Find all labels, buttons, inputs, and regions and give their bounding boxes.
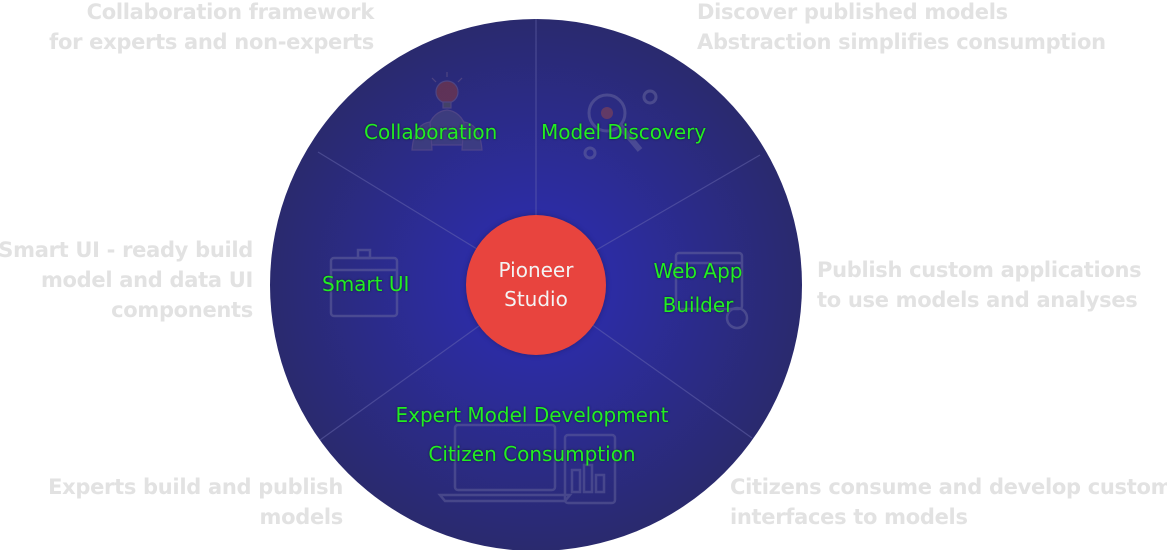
segment-web-app-builder: Web App Builder: [653, 259, 743, 317]
hub-pioneer-studio: Pioneer Studio: [466, 215, 606, 355]
note-expert: Experts build and publish models: [48, 475, 343, 529]
note-collaboration: Collaboration framework for experts and …: [49, 0, 374, 54]
note-web-app-builder: Publish custom applications to use model…: [817, 258, 1142, 312]
ui-panel-icon: [329, 248, 399, 318]
segment-dividers: [317, 19, 761, 441]
segment-citizen-consumption: Citizen Consumption: [428, 442, 636, 466]
lightbulb-person-icon: [411, 72, 483, 151]
segment-expert-model-development: Expert Model Development: [395, 403, 669, 427]
note-smart-ui: Smart UI - ready build model and data UI…: [0, 238, 253, 322]
note-model-discovery: Discover published models Abstraction si…: [697, 0, 1106, 54]
segment-collaboration: Collaboration: [364, 120, 498, 144]
note-citizen: Citizens consume and develop custom inte…: [730, 475, 1167, 529]
segment-model-discovery: Model Discovery: [541, 120, 707, 144]
magnifier-gears-icon: [583, 89, 658, 160]
browser-gear-icon: [674, 251, 749, 330]
segment-smart-ui: Smart UI: [322, 272, 410, 296]
laptop-dashboard-icon: [437, 423, 617, 505]
